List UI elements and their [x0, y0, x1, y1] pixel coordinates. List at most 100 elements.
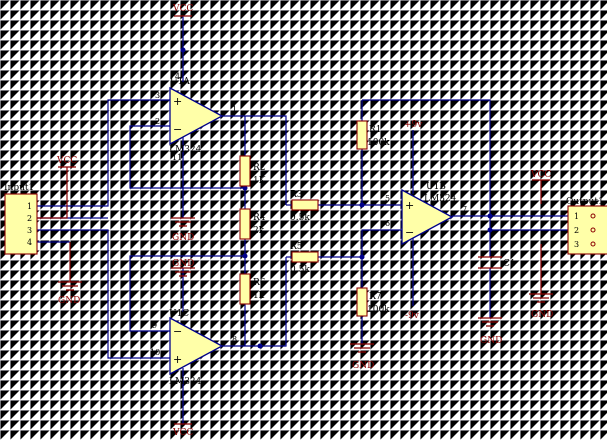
opamp-u1c: − + U1C LM324 9 10 8 — [150, 309, 237, 387]
resistor-body — [356, 120, 368, 150]
resistor-value: 1K — [253, 176, 266, 186]
u1a-power: VCC GND — [171, 4, 195, 243]
resistor-body — [239, 273, 251, 305]
resistor-ref: R5 — [290, 242, 303, 252]
resistor-ref: R6 — [253, 278, 266, 288]
capacitor-ref: C1 — [503, 259, 516, 269]
resistor-r5: R5 0.5k — [290, 242, 319, 275]
plus-sign: + — [173, 95, 182, 108]
opamp-ref: U1B — [426, 182, 446, 192]
resistor-r3: R3 0.5k — [290, 190, 319, 223]
u1b-power: +9v -9v — [404, 120, 423, 321]
input-power: VCC GND — [37, 156, 82, 306]
gnd-symbol — [171, 217, 195, 227]
gnd-symbol — [171, 267, 195, 277]
resistor-value: 0.5k — [290, 265, 310, 275]
vcc-label: VCC — [172, 4, 193, 14]
resistor-value: 100k — [367, 305, 390, 315]
input-connector-name: Input1 — [4, 183, 34, 193]
gnd-symbol — [350, 343, 374, 353]
resistor-ref: R1 — [369, 125, 382, 135]
resistor-body — [356, 287, 368, 317]
vcc-label: VCC — [530, 170, 551, 180]
output-pin-socket — [590, 241, 596, 247]
resistor-r7: R7 100k — [356, 287, 390, 317]
resistor-body — [239, 208, 251, 240]
opamp-ref: U1A — [170, 77, 190, 87]
opamp-u1b: + − U1B LM324 5 6 7 — [385, 182, 467, 246]
capacitor-plates — [478, 256, 502, 269]
minus-sign: − — [173, 123, 182, 136]
u1c-power: GND VCC — [171, 259, 195, 438]
pin-number: 10 — [150, 348, 160, 357]
output-connector-body — [567, 205, 607, 255]
resistor-value: 1k — [253, 291, 265, 301]
plus-sign: + — [173, 353, 182, 366]
input-pin-label: 1 — [27, 202, 32, 211]
gnd-label: GND — [352, 361, 374, 371]
output-pin-socket — [590, 213, 596, 219]
wire-top-loop — [362, 99, 491, 216]
output-connector-name: Output1 — [566, 197, 604, 207]
opamp-triangle — [169, 316, 224, 376]
gnd-label: GND — [58, 296, 80, 306]
minus-sign: − — [405, 226, 414, 239]
resistor-value: 100k — [367, 138, 390, 148]
vcc-symbol — [37, 166, 76, 219]
junction-dot — [359, 254, 365, 260]
resistor-body — [239, 155, 251, 187]
gnd-symbol — [58, 242, 82, 291]
junction-dot — [242, 253, 248, 259]
junction-dot — [487, 213, 493, 219]
junctions — [180, 47, 493, 349]
wire-in-u1a-plus — [37, 99, 170, 207]
input-pin-label: 4 — [27, 238, 32, 247]
opamp-part: LM324 — [169, 145, 202, 155]
vcc-label: VCC — [56, 156, 77, 166]
resistor-ref: R2 — [253, 163, 266, 173]
input-pin-label: 2 — [27, 214, 32, 223]
wire-u1c-out — [222, 257, 287, 347]
wire-r5-right — [318, 229, 402, 258]
neg9-label: -9v — [405, 311, 420, 321]
wires — [37, 16, 568, 424]
wire-u1a-feedback — [129, 125, 245, 189]
output-pin-socket — [590, 227, 596, 233]
pin-number: 3 — [155, 91, 160, 100]
opamp-part: LM324 — [424, 194, 457, 204]
pos9-label: +9v — [404, 120, 423, 130]
output-pin-label: 2 — [574, 226, 579, 235]
capacitor-c1: C1 GND — [478, 256, 516, 346]
pin-number: 7 — [462, 205, 467, 214]
resistor-r2: R2 1K — [239, 155, 266, 187]
gnd-label: GND — [172, 233, 194, 243]
minus-sign: − — [173, 325, 182, 338]
opamp-ref: U1C — [169, 309, 189, 319]
wire-u1a-out — [222, 115, 287, 205]
vcc-label: VCC — [172, 428, 193, 438]
resistor-r6: R6 1k — [239, 273, 266, 305]
gnd-symbol — [478, 317, 502, 327]
output-connector: Output1 1 2 3 — [566, 197, 607, 255]
gnd-label: GND — [531, 310, 553, 320]
vcc-symbol — [532, 179, 550, 204]
opamp-triangle — [401, 188, 454, 246]
resistor-value: 2k — [253, 226, 265, 236]
resistor-ref: R3 — [290, 190, 303, 200]
resistor-body — [291, 199, 319, 211]
r7-ground: GND — [350, 343, 374, 371]
resistor-r4: R4 2k — [239, 208, 266, 240]
output-pin-label: 1 — [574, 212, 579, 221]
wire-u1c-feedback — [129, 255, 245, 332]
opamp-part: LM324 — [169, 377, 202, 387]
input-connector-body — [4, 193, 38, 255]
plus-sign: + — [405, 199, 414, 212]
opamp-triangle — [169, 86, 224, 146]
junction-dot — [257, 343, 263, 349]
resistor-value: 0.5k — [290, 213, 310, 223]
gnd-label: GND — [172, 259, 194, 269]
pin-number: 5 — [385, 194, 390, 203]
